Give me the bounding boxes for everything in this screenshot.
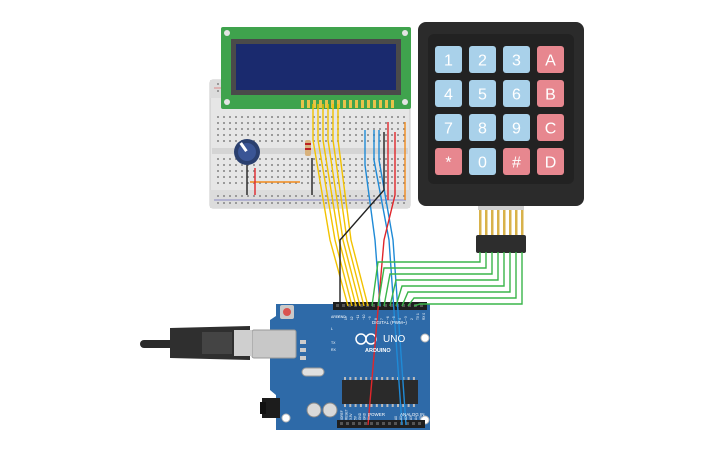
resistor [305,140,311,156]
digital-pin-label: ~10 [362,314,366,320]
potentiometer-knob-marker [239,142,248,153]
key-4[interactable]: 4 [435,80,462,107]
power-pin-label: Vin [367,415,371,420]
wires [246,104,523,426]
potentiometer[interactable] [234,139,260,165]
key-label: A [545,53,556,70]
analog-pin-label: A3 [409,416,413,420]
lcd-module[interactable] [221,27,411,109]
aref-label: AREF [331,315,340,319]
digital-pin-label: 7 [380,318,384,320]
analog-pin-label: A4 [414,416,418,420]
keypad-ribbon [479,210,524,236]
digital-pin-label: TX 1 [416,313,420,320]
key-label: 6 [512,87,521,104]
key-label: 1 [444,53,453,70]
lcd-screen [236,44,396,90]
analog-pin-label: A5 [419,416,423,420]
power-pin-label: 5V [354,415,358,420]
digital-pin-label: 4 [398,318,402,320]
key-*[interactable]: * [435,148,462,175]
led-l-label: L [331,327,333,331]
analog-pin-label: A0 [394,416,398,420]
key-7[interactable]: 7 [435,114,462,141]
key-label: 5 [478,87,487,104]
usb-port [251,329,297,359]
gnd-label: GND [338,315,346,319]
power-label: POWER [368,412,386,417]
power-pin-label: GND [363,412,367,420]
key-#[interactable]: # [503,148,530,175]
key-label: C [545,121,557,138]
key-0[interactable]: 0 [469,148,496,175]
arduino-brand-label: ARDUINO [365,348,391,354]
key-8[interactable]: 8 [469,114,496,141]
atmega-chip [342,380,418,404]
key-label: 8 [478,121,487,138]
key-A[interactable]: A [537,46,564,73]
key-label: 0 [478,155,487,172]
key-B[interactable]: B [537,80,564,107]
power-analog-header [337,420,425,428]
digital-pin-label: 12 [350,316,354,320]
key-label: 7 [444,121,453,138]
digital-pin-label: 13 [344,316,348,320]
power-pin-label: GND [358,412,362,420]
key-label: # [512,155,521,172]
digital-pin-label: ~5 [392,316,396,320]
keypad-4x4[interactable]: 1 2 3 A 4 5 6 B 7 8 9 C * 0 # D [418,22,584,253]
digital-pin-label: ~11 [356,315,360,320]
digital-pin-label: RX 0 [422,313,426,320]
power-pin-label: 3.3V [349,413,353,420]
keypad-connector [476,235,526,253]
key-label: 4 [444,87,453,104]
key-label: 3 [512,53,521,70]
key-5[interactable]: 5 [469,80,496,107]
digital-pwm-label: DIGITAL (PWM~) [372,320,407,325]
power-jack [262,398,280,418]
digital-pin-label: 8 [374,318,378,320]
power-pin-label: IOREF [340,410,344,420]
key-label: 2 [478,53,487,70]
key-9[interactable]: 9 [503,114,530,141]
digital-pin-label: 2 [410,318,414,320]
key-D[interactable]: D [537,148,564,175]
key-label: D [545,155,557,172]
key-2[interactable]: 2 [469,46,496,73]
led-tx-label: TX [331,341,336,345]
key-label: B [545,87,556,104]
power-pin-label: RESET [345,409,349,420]
key-6[interactable]: 6 [503,80,530,107]
key-label: * [445,155,451,172]
analog-pin-label: A2 [404,416,408,420]
led-rx-label: RX [331,348,337,352]
digital-pin-label: ~3 [404,316,408,320]
analog-pin-label: A1 [399,416,403,420]
key-label: 9 [512,121,521,138]
digital-pin-label: ~6 [386,316,390,320]
analog-in-label: ANALOG IN [400,412,425,417]
key-C[interactable]: C [537,114,564,141]
usb-cable [140,326,252,360]
key-3[interactable]: 3 [503,46,530,73]
arduino-uno-board[interactable] [251,302,430,430]
key-1[interactable]: 1 [435,46,462,73]
reset-button[interactable] [283,308,291,316]
arduino-model-label: UNO [383,334,405,345]
digital-pin-label: ~9 [368,316,372,320]
